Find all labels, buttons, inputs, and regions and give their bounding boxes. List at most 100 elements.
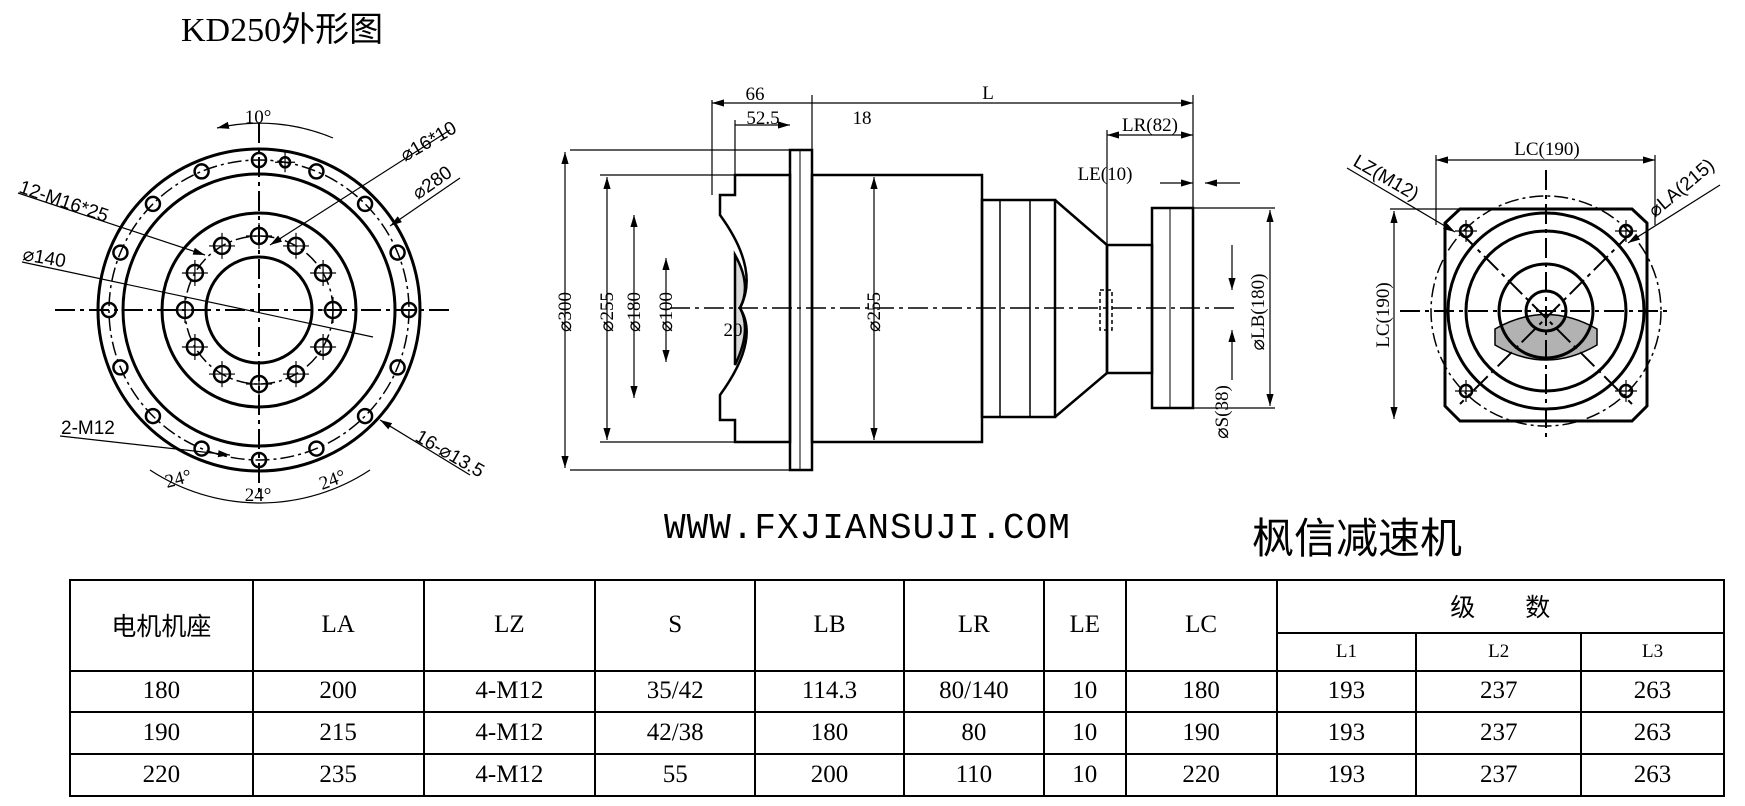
dia-300: ⌀300 — [555, 292, 576, 332]
cell-lc: 180 — [1124, 669, 1278, 714]
dia-LB: ⌀LB(180) — [1248, 274, 1269, 351]
header-lz: LZ — [422, 579, 597, 672]
flange-hole — [389, 244, 406, 261]
header-s: S — [594, 579, 757, 672]
cell-l2: 237 — [1415, 669, 1583, 714]
cell-s: 35/42 — [594, 669, 757, 714]
thread-hole-cross — [246, 223, 272, 249]
motor-bolt-hole-cross — [1615, 380, 1637, 402]
thread-hole-cross — [283, 361, 309, 388]
dia-100: ⌀100 — [656, 292, 677, 332]
inner-dia-label: ⌀140 — [21, 244, 67, 272]
thread-hole-cross — [310, 334, 337, 360]
dim-18: 18 — [853, 108, 872, 129]
cell-le: 10 — [1042, 669, 1127, 714]
cell-lb: 200 — [754, 753, 905, 797]
flange-hole — [112, 359, 129, 376]
cell-l1: 193 — [1275, 669, 1418, 714]
cell-l3: 263 — [1580, 753, 1725, 797]
flange-hole — [250, 451, 268, 469]
dim-L: L — [982, 83, 994, 104]
cell-le: 10 — [1042, 753, 1127, 797]
flange-hole — [400, 301, 418, 319]
angle-24-right: 24° — [317, 466, 349, 495]
motor-flange-view — [1346, 155, 1721, 440]
cell-la: 200 — [251, 669, 425, 714]
angle-24-mid: 24° — [245, 485, 272, 506]
flange-hole — [356, 195, 374, 213]
la-label: ⌀LA(215) — [1645, 155, 1719, 222]
dia-S: ⌀S(38) — [1212, 385, 1233, 439]
flange-hole — [193, 163, 210, 180]
thread-hole-cross — [209, 361, 235, 388]
cell-lb: 114.3 — [754, 669, 905, 714]
cell-motor-frame: 220 — [69, 753, 254, 797]
thread-hole-cross — [181, 260, 208, 286]
flange-hole — [356, 407, 374, 425]
flange-hole — [193, 440, 210, 457]
flange-hole — [389, 359, 406, 376]
drawing-title: KD250外形图 — [181, 12, 384, 49]
header-motor-frame: 电机机座 — [69, 579, 254, 672]
dim-LR: LR(82) — [1122, 115, 1178, 136]
thread-hole-cross — [246, 371, 272, 397]
angle-10-label: 10° — [245, 107, 272, 128]
header-la: LA — [251, 579, 425, 672]
flange-hole — [112, 244, 129, 261]
flange-hole — [308, 440, 325, 457]
angle-24-left: 24° — [163, 466, 194, 493]
lz-label: LZ(M12) — [1350, 151, 1423, 205]
cell-l2: 237 — [1415, 753, 1583, 797]
cell-le: 10 — [1042, 711, 1127, 756]
header-lc: LC — [1124, 579, 1278, 672]
cell-l1: 193 — [1275, 753, 1418, 797]
dia-255-body: ⌀255 — [864, 292, 885, 332]
cell-s: 42/38 — [594, 711, 757, 756]
thread-hole-cross — [181, 334, 208, 360]
header-l2: L2 — [1415, 631, 1583, 672]
dim-66: 66 — [746, 84, 765, 105]
cell-la: 215 — [251, 711, 425, 756]
thread-hole-cross — [320, 297, 346, 323]
front-flange-view — [17, 121, 471, 504]
motor-bolt-hole-cross — [1615, 220, 1637, 242]
cell-lr: 80 — [902, 711, 1045, 756]
cell-lb: 180 — [754, 711, 905, 756]
header-l1: L1 — [1275, 631, 1418, 672]
flange-hole — [308, 163, 325, 180]
dim-LE: LE(10) — [1078, 164, 1133, 185]
thread-hole-cross — [283, 232, 309, 259]
flange-hole — [100, 301, 118, 319]
cell-lc: 190 — [1124, 711, 1278, 756]
website-url: WWW.FXJIANSUJI.COM — [664, 508, 1071, 549]
brand-name: 枫信减速机 — [1252, 514, 1463, 563]
cell-lz: 4-M12 — [422, 669, 597, 714]
cell-motor-frame: 190 — [69, 711, 254, 756]
lc-top-dim: LC(190) — [1514, 139, 1579, 160]
outer-dia-label: ⌀280 — [409, 162, 456, 204]
cell-s: 55 — [594, 753, 757, 797]
flange-hole — [144, 195, 162, 213]
cell-l3: 263 — [1580, 669, 1725, 714]
flange-hole — [250, 151, 268, 169]
cell-lr: 110 — [902, 753, 1045, 797]
motor-bolt-hole-cross — [1455, 220, 1477, 242]
cell-lc: 220 — [1124, 753, 1278, 797]
cell-l1: 193 — [1275, 711, 1418, 756]
header-lb: LB — [754, 579, 905, 672]
dim-20: 20 — [724, 320, 743, 341]
header-l3: L3 — [1580, 631, 1725, 672]
thread-hole-cross — [172, 297, 198, 323]
cell-motor-frame: 180 — [69, 669, 254, 714]
dia-180: ⌀180 — [624, 292, 645, 332]
cell-lz: 4-M12 — [422, 711, 597, 756]
hole-dia-label: ⌀16*10 — [397, 118, 460, 167]
thread2-label: 2-M12 — [61, 418, 115, 439]
dim-52-5: 52.5 — [746, 108, 779, 129]
spec-table: 电机机座 LA LZ S LB LR LE LC 级 数 L1 L2 L3 18… — [69, 579, 1726, 797]
dia-255-left: ⌀255 — [597, 292, 618, 332]
